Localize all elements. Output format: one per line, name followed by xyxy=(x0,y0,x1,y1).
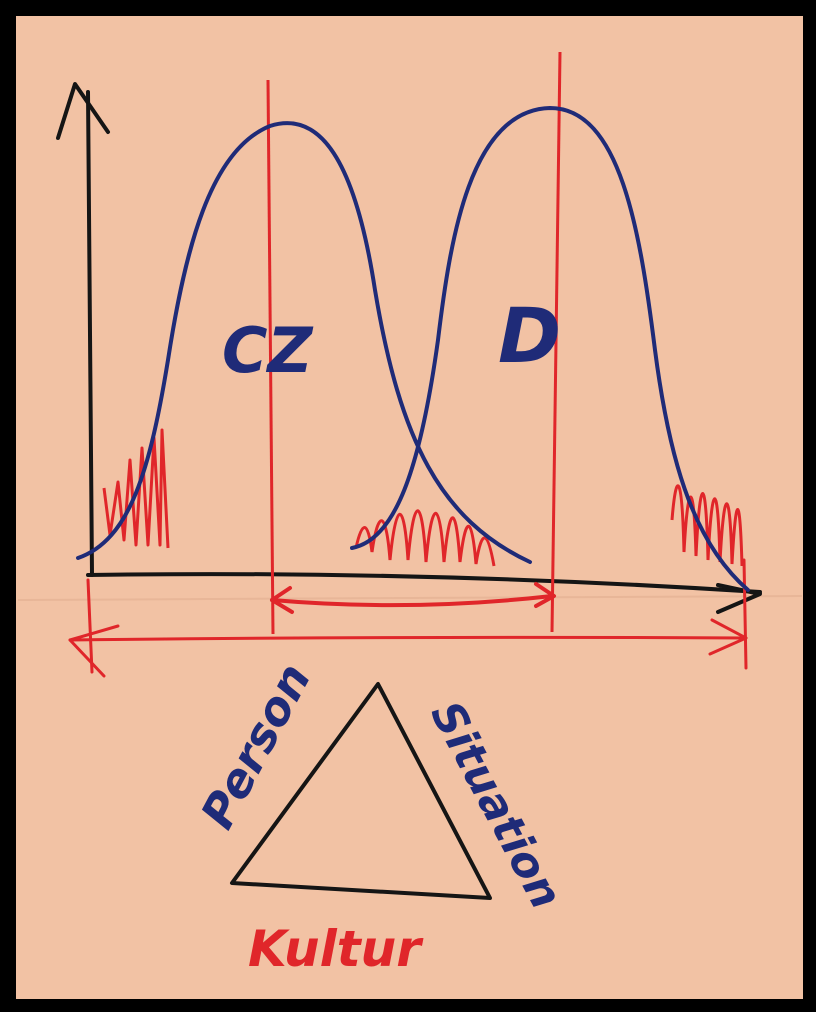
y-axis-arrowhead-icon xyxy=(56,82,110,140)
red-arrowhead-short-left-icon xyxy=(270,586,294,614)
x-axis-line xyxy=(86,572,762,594)
red-hatch-left-tail xyxy=(102,428,170,549)
red-right-tick xyxy=(742,558,748,670)
triangle-shape xyxy=(230,682,492,900)
red-mean-line-left xyxy=(266,79,275,635)
red-hatch-right-tail xyxy=(670,484,744,567)
curve-label-d: D xyxy=(498,291,561,380)
red-mean-line-right xyxy=(550,51,562,633)
triangle-label-kultur: Kultur xyxy=(248,920,424,978)
curve-label-cz: CZ xyxy=(222,314,314,387)
x-axis-arrowhead-icon xyxy=(716,583,762,614)
red-hatch-overlap xyxy=(354,509,496,567)
red-arrowhead-long-left-icon xyxy=(68,624,120,678)
triangle-label-person: Person xyxy=(190,655,321,838)
paper-crease xyxy=(17,595,803,601)
y-axis-line xyxy=(86,90,94,577)
blue-curve-cz xyxy=(76,121,532,564)
red-double-arrow-long xyxy=(68,635,748,642)
red-double-arrow-short xyxy=(270,594,554,608)
red-arrowhead-short-right-icon xyxy=(534,582,556,608)
blue-curve-d xyxy=(350,105,750,592)
red-left-tick xyxy=(86,578,94,674)
